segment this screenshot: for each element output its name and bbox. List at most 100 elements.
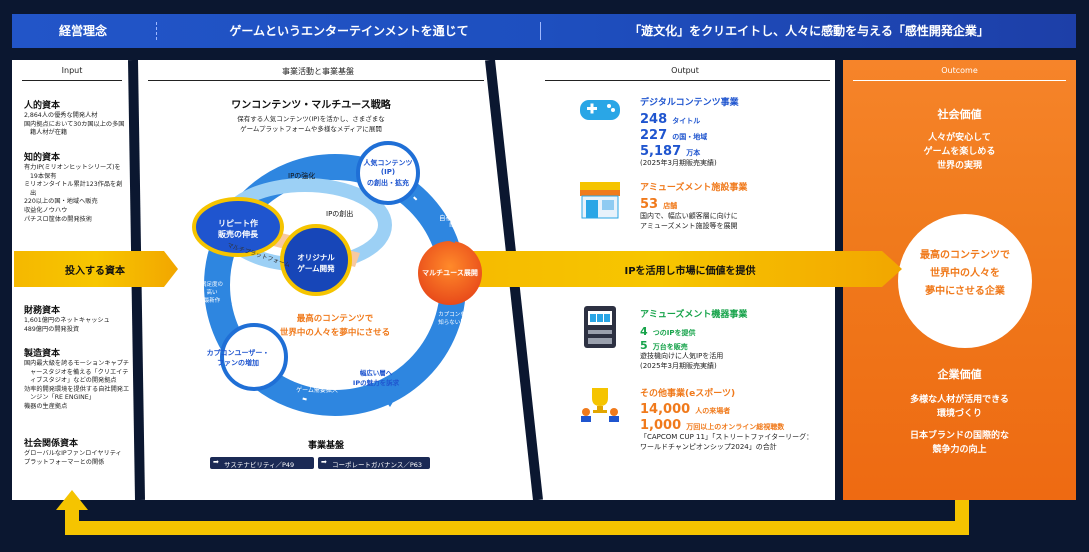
cycle-own-ip: 自社保有 <box>439 214 465 222</box>
digital-note: (2025年3月期販売実績) <box>640 159 717 167</box>
cycle-broad: IPの魅力を訴求 <box>352 379 400 387</box>
col-divider <box>853 80 1066 81</box>
cycle-multi-use: マルチユース展開 <box>422 269 478 277</box>
cycle-global: グローバルで <box>299 378 335 385</box>
equipment-stat-ip: 4 つのIPを提供 <box>640 320 696 339</box>
cycle-ip-strengthen: IPの強化 <box>288 172 316 180</box>
header-separator <box>156 22 157 40</box>
digital-units-num: 5,187 <box>640 144 682 159</box>
list-item: 効率的開発環境を提供する自社開発エンジン「RE ENGINE」 <box>24 385 130 402</box>
header-mission: 「遊文化」をクリエイトし、人々に感動を与える「感性開発企業」 <box>629 24 989 38</box>
corporate-value-line: 日本ブランドの国際的な <box>909 431 1009 441</box>
digital-units-unit: 万本 <box>686 149 701 157</box>
other-desc: ワールドチャンピオンシップ2024」の合計 <box>640 443 777 451</box>
corporate-value-line: 競争力の向上 <box>932 445 987 455</box>
digital-titles-unit: タイトル <box>672 117 701 125</box>
equipment-stat-units: 5 万台を販売 <box>640 334 688 353</box>
gamepad-icon <box>580 100 620 120</box>
list-item: 収益化ノウハウ <box>24 206 68 214</box>
digital-titles-num: 248 <box>640 112 668 127</box>
col-divider <box>545 80 830 81</box>
governance-link[interactable]: ➡ コーポレートガバナンス／P63 <box>318 457 430 469</box>
business-cycle-diagram <box>192 141 482 416</box>
arrow-right-icon: ➡ <box>321 458 327 466</box>
list-item: 2,864人の優秀な開発人材 <box>24 112 98 119</box>
cycle-popular-ip: の創出・拡充 <box>367 179 409 187</box>
digital-stat-regions: 227 の国・地域 <box>640 124 707 143</box>
cycle-fan: ファンの増加 <box>217 359 259 367</box>
slot-machine-icon <box>584 306 616 348</box>
other-stat-views: 1,000 万回以上のオンライン総視聴数 <box>640 414 784 433</box>
list-item: パチスロ筐体の開発技術 <box>24 215 93 223</box>
corporate-value-line: 環境づくり <box>936 409 982 419</box>
input-intellectual-list: 有力IP(ミリオンヒットシリーズ)を19本保有 ミリオンタイトル累計123作品を… <box>24 164 128 224</box>
other-desc: 「CAPCOM CUP 11」「ストリートファイターリーグ： <box>640 433 814 441</box>
list-item: 有力IP(ミリオンヒットシリーズ)を19本保有 <box>24 164 121 180</box>
foundation-title: 事業基盤 <box>307 441 344 451</box>
social-value-line: 世界の実現 <box>936 161 982 171</box>
social-value-line: ゲームを楽しめる <box>923 147 996 157</box>
cycle-left-arrow-text: 最新作 <box>203 298 221 304</box>
facility-title: アミューズメント施設事業 <box>640 183 748 193</box>
social-value-line: 人々が安心して <box>928 133 991 143</box>
cycle-own-ip: IP <box>449 221 455 229</box>
other-visitors-unit: 人の来場者 <box>695 407 731 415</box>
digital-stat-units: 5,187 万本 <box>640 140 700 159</box>
cycle-ip-create: IPの創出 <box>326 210 354 218</box>
cycle-know: 知らない層 <box>438 320 466 326</box>
facility-desc: アミューズメント施設等を展開 <box>640 222 738 230</box>
arrow-right-icon: ➡ <box>213 458 219 466</box>
list-item: プラットフォーマーとの関係 <box>24 458 105 466</box>
facility-stat: 53 店舗 <box>640 193 677 212</box>
cycle-global: ゲーム需要拡大 <box>296 387 338 394</box>
list-item: 国内最大級を誇るモーションキャプチャースタジオを備える「クリエイティブスタジオ」… <box>24 360 130 385</box>
header-through-games: ゲームというエンターテインメントを通じて <box>229 24 469 38</box>
other-stat-visitors: 14,000 人の来場者 <box>640 398 730 417</box>
cycle-left-arrow-text: 高い <box>206 290 218 296</box>
equipment-ip-num: 4 <box>640 325 648 338</box>
col-head-business: 事業活動と事業基盤 <box>282 67 354 76</box>
strategy-desc: ゲームプラットフォームや多様なメディアに展開 <box>240 125 382 133</box>
equipment-title: アミューズメント機器事業 <box>640 310 748 320</box>
cycle-original: オリジナル <box>297 253 335 262</box>
list-item: 220以上の国・地域へ販売 <box>24 198 98 206</box>
col-head-outcome: Outcome <box>941 66 978 75</box>
other-title: その他事業(eスポーツ) <box>640 389 736 399</box>
other-visitors-num: 14,000 <box>640 402 691 417</box>
value-band-label: IPを活用し市場に価値を提供 <box>624 266 756 277</box>
other-views-num: 1,000 <box>640 418 682 433</box>
cycle-broad: 幅広い層へ <box>359 369 393 377</box>
cycle-know: カプコンを <box>438 312 466 318</box>
cycle-popular-ip: 人気コンテンツ <box>363 159 413 167</box>
list-item: 機器の生産拠点 <box>24 402 68 410</box>
digital-title: デジタルコンテンツ事業 <box>640 98 739 108</box>
equipment-units-num: 5 <box>640 339 648 352</box>
input-human-title: 人的資本 <box>24 101 61 111</box>
header-philosophy: 経営理念 <box>58 24 107 38</box>
list-item: ミリオンタイトル累計123作品を創出 <box>24 181 123 197</box>
digital-regions-unit: の国・地域 <box>672 133 708 141</box>
input-manufacturing-title: 製造資本 <box>24 349 61 359</box>
header-bar: 経営理念 ゲームというエンターテインメントを通じて 「遊文化」をクリエイトし、人… <box>12 14 1076 48</box>
list-item: 489億円の開発投資 <box>24 325 80 333</box>
cycle-repeat: 販売の伸長 <box>218 230 258 239</box>
invested-capital-label: 投入する資本 <box>65 266 125 277</box>
sustainability-link[interactable]: ➡ サステナビリティ／P49 <box>210 457 314 469</box>
outcome-core-circle <box>898 214 1032 348</box>
facility-num: 53 <box>640 197 659 212</box>
equipment-units-unit: 万台を販売 <box>652 343 688 351</box>
col-head-output: Output <box>671 66 699 75</box>
col-head-input: Input <box>61 66 83 75</box>
input-human-list: 2,864人の優秀な開発人材 国内拠点において30カ国以上の多国籍人材が在籍 <box>24 112 128 138</box>
facility-desc: 国内で、幅広い顧客層に向けに <box>640 212 738 220</box>
facility-unit: 店舗 <box>663 202 678 210</box>
cycle-popular-ip: (IP) <box>380 168 396 176</box>
input-financial-list: 1,601億円のネットキャッシュ 489億円の開発投資 <box>24 317 132 334</box>
store-icon <box>580 182 620 219</box>
outcome-core-line: 世界中の人々を <box>930 268 1000 279</box>
list-item: グローバルなIPファンロイヤリティ <box>24 450 122 457</box>
col-divider <box>22 80 122 81</box>
sustainability-label: サステナビリティ／P49 <box>224 461 295 469</box>
input-social-title: 社会関係資本 <box>24 439 79 449</box>
